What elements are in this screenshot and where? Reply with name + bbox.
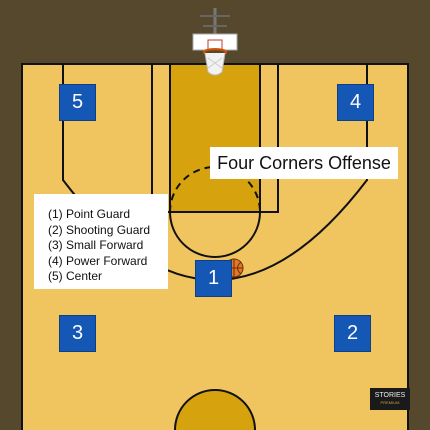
free-throw-circle-solid: [169, 211, 261, 258]
player-marker-center: 5: [59, 84, 96, 121]
free-throw-circle-dashed: [169, 166, 261, 213]
watermark-brand: STORIES: [374, 392, 406, 399]
legend-item: (4) Power Forward: [48, 253, 148, 268]
legend-item: (3) Small Forward: [48, 238, 144, 252]
diagram-title: Four Corners Offense: [210, 147, 398, 179]
legend-item: (1) Point Guard: [48, 207, 131, 221]
watermark-logo: STORIES PREMIUM: [370, 388, 410, 410]
backboard-icon: [192, 8, 238, 51]
watermark-sub: PREMIUM: [380, 400, 400, 405]
paint: [169, 63, 261, 213]
player-marker-power-forward: 4: [337, 84, 374, 121]
legend-item: (2) Shooting Guard: [48, 222, 151, 237]
player-marker-small-forward: 3: [59, 315, 96, 352]
player-marker-shooting-guard: 2: [334, 315, 371, 352]
center-circle: [174, 389, 256, 430]
player-marker-point-guard: 1: [195, 260, 232, 297]
legend: (1) Point Guard (2) Shooting Guard (3) S…: [34, 194, 168, 289]
legend-item: (5) Center: [48, 269, 103, 283]
hoop-icon: [203, 48, 227, 76]
